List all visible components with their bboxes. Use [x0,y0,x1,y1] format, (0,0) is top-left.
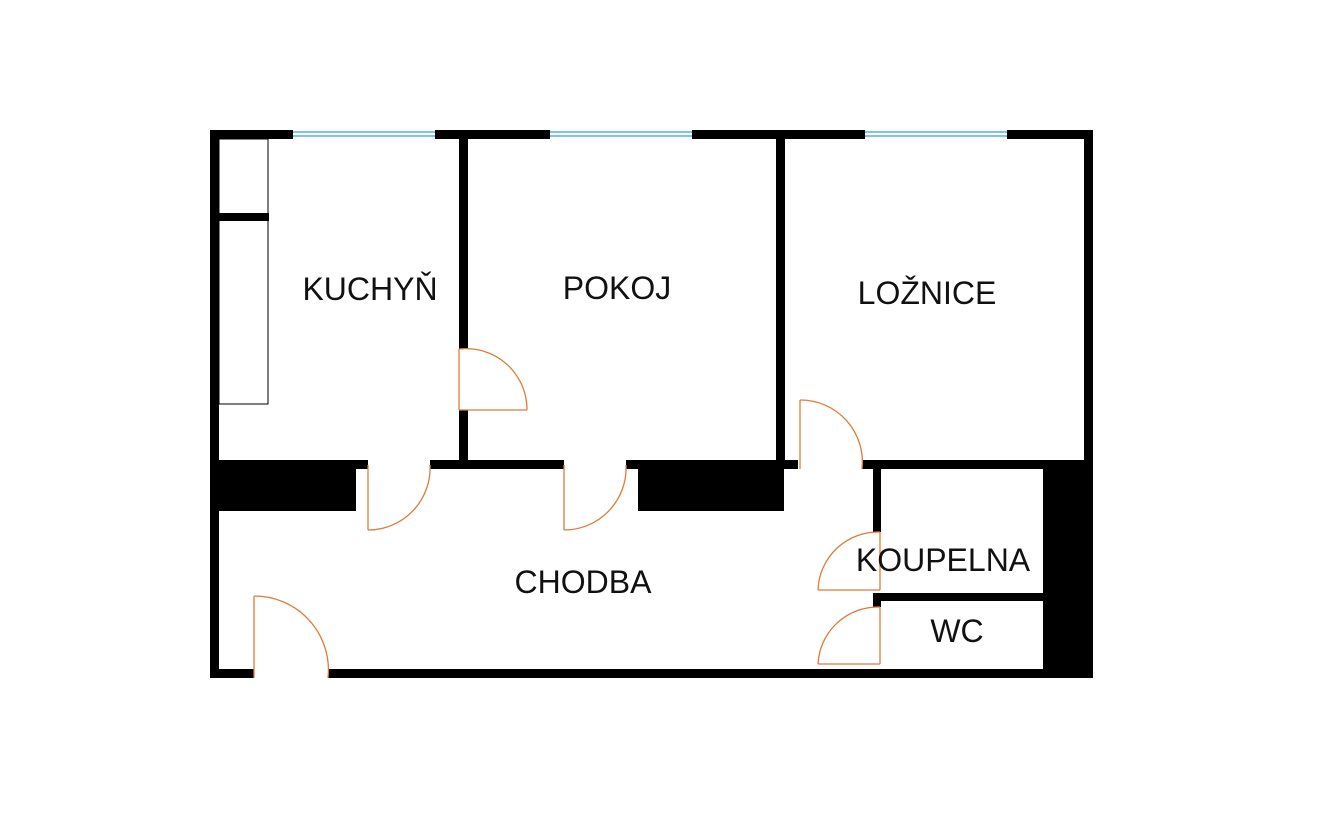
wall-kitchen-living-upper [459,130,468,349]
door-entrance [253,595,330,679]
windows [293,130,1007,139]
room-label-living: POKOJ [563,270,671,306]
outer-wall-bottom-left [210,669,254,678]
doors [253,347,881,679]
wall-block-left [210,460,356,511]
outer-wall-left [210,130,219,678]
wall-block-middle [638,460,784,511]
wall-living-bedroom [776,130,785,469]
kitchen-counter [218,138,269,405]
door-kitchen-living [458,347,528,411]
door-wc [817,606,881,665]
room-label-toilet: WC [930,613,983,649]
wall-bath-wc [873,593,1048,601]
door-bedroom-hall [799,399,864,470]
kitchen-shelf-divider [219,213,269,221]
outer-wall-right [1084,130,1093,678]
window-bedroom [865,130,1007,139]
wall-block-right [1043,460,1093,678]
wall-row-2 [430,460,564,469]
room-label-bathroom: KOUPELNA [856,542,1031,578]
door-kitchen-hall [367,464,431,531]
window-living [550,130,692,139]
interior-walls [210,130,1093,678]
room-label-bedroom: LOŽNICE [858,275,997,311]
door-living-hall [563,464,627,531]
room-label-hallway: CHODBA [515,564,653,600]
outer-wall-bottom-right [328,669,1093,678]
window-kitchen [293,130,435,139]
wall-kitchen-living-lower [459,410,468,469]
door-bathroom [817,531,881,591]
wall-bath-left-upper [873,460,881,532]
room-label-kitchen: KUCHYŇ [302,271,437,307]
wall-row-4 [862,460,1093,469]
room-labels: KUCHYŇ POKOJ LOŽNICE CHODBA KOUPELNA WC [302,270,1030,649]
